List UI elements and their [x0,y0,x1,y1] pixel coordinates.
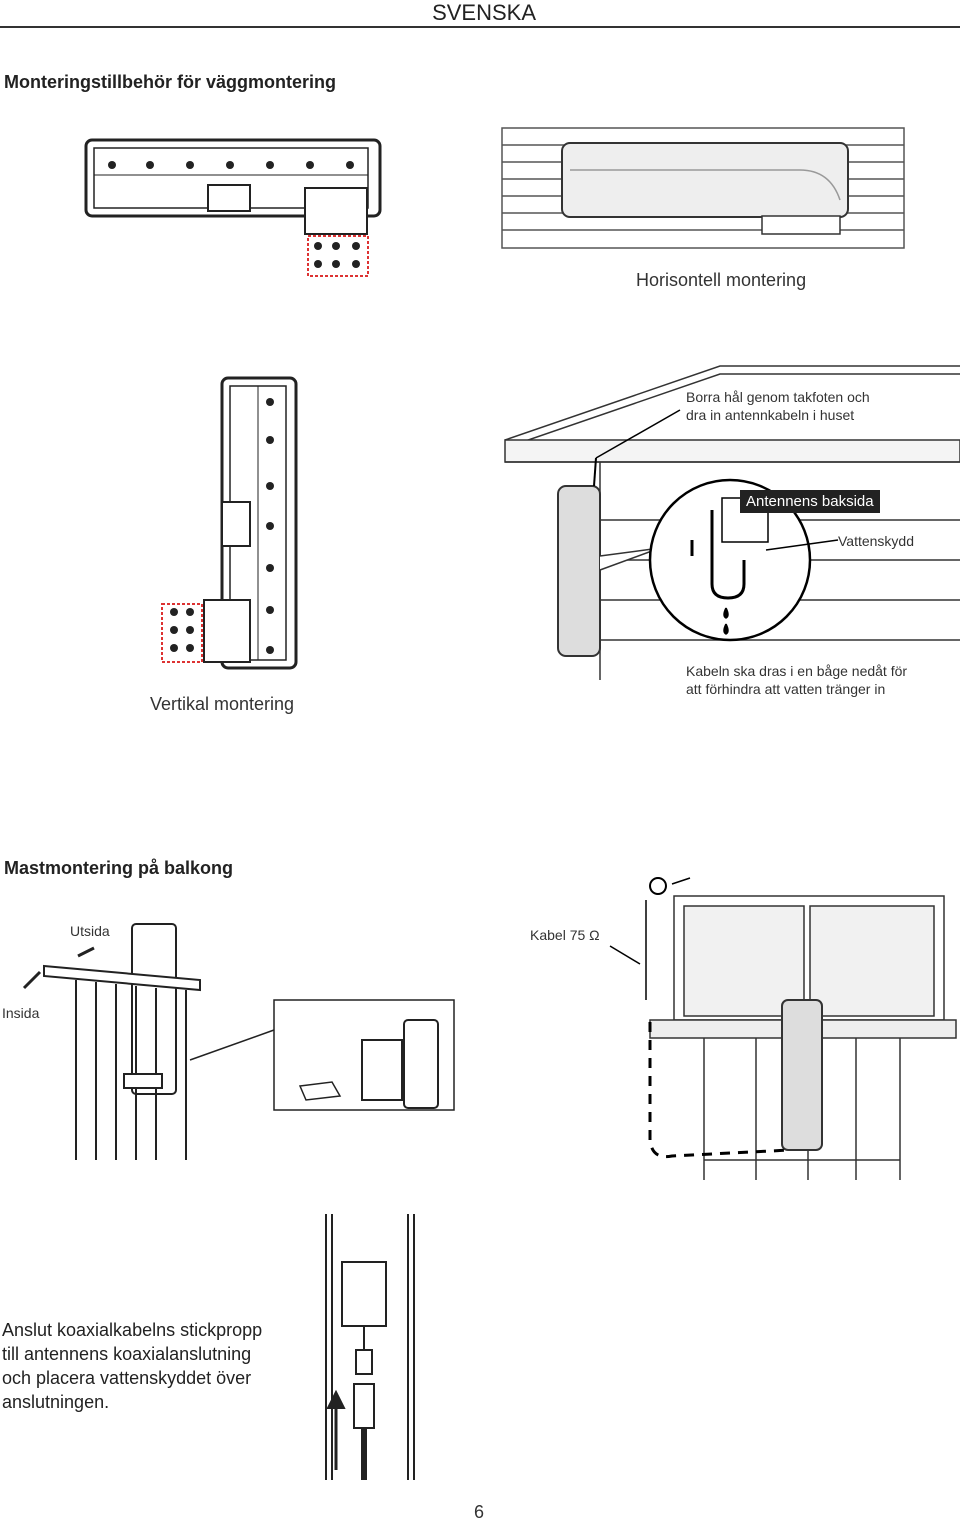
connect-instructions: Anslut koaxialkabelns stickpropp till an… [2,1318,262,1414]
wall-mount-heading: Monteringstillbehör för väggmontering [4,72,336,92]
cable-label: Kabel 75 Ω [530,927,600,943]
horizontal-caption: Horisontell montering [636,270,807,290]
outside-label: Utsida [70,923,110,939]
header-divider [0,26,960,28]
back-label: Antennens baksida [740,490,880,513]
loop-note: Kabeln ska dras i en båge nedåt för att … [686,662,907,698]
eave-note-line: dra in antennkabeln i huset [686,407,855,423]
connect-line: anslutningen. [2,1392,110,1412]
language-label: SVENSKA [432,0,536,25]
vertical-antenna-figure [161,376,298,670]
loop-note-line: Kabeln ska dras i en båge nedåt för [686,663,908,679]
coax-connection-figure [325,1214,415,1480]
connect-line: till antennens koaxialanslutning [2,1344,252,1364]
connect-line: Anslut koaxialkabelns stickpropp [2,1320,263,1340]
eave-note-line: Borra hål genom takfoten och [686,389,870,405]
horizontal-antenna-figure [84,138,382,277]
balcony-heading: Mastmontering på balkong [4,858,234,878]
bracket-detail-figure [189,999,455,1111]
loop-note-line: att förhindra att vatten tränger in [686,681,886,697]
balcony-mast-figure [22,923,201,1160]
connect-line: och placera vattenskyddet över [2,1368,252,1388]
page-number: 6 [474,1502,485,1522]
eave-figure [504,365,960,680]
brick-wall-figure [501,127,905,249]
water-label: Vattenskydd [838,533,915,549]
eave-note: Borra hål genom takfoten och dra in ante… [686,388,870,424]
language-header: SVENSKA [0,0,960,28]
balcony-window-figure [609,877,957,1180]
inside-label: Insida [2,1005,40,1021]
vertical-caption: Vertikal montering [150,694,295,714]
